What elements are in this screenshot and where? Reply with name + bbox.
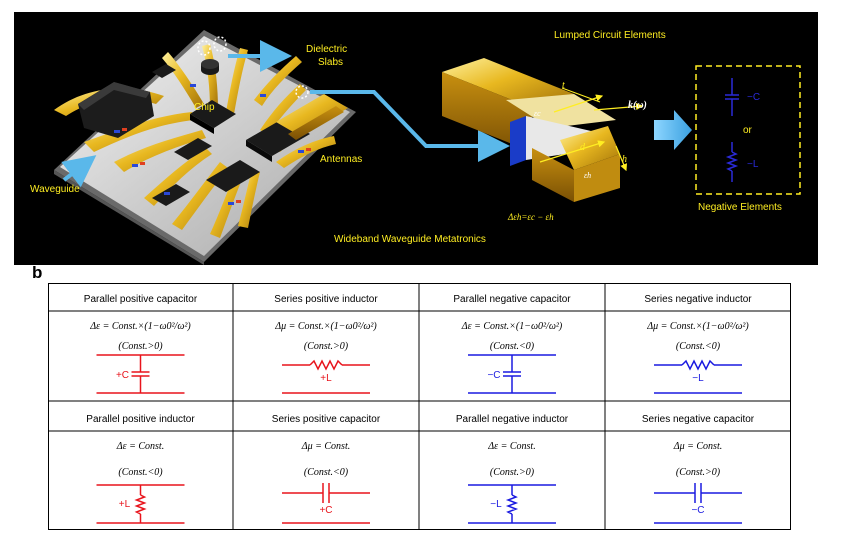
cell-title: Series negative capacitor: [642, 414, 755, 425]
cell-formula: Δε = Const.×(1−ω0²/ω²): [89, 321, 191, 332]
cell-formula: Δε = Const.: [487, 441, 535, 452]
panel-a-illustration: Chip Dielectric Slabs Antennas Waveguide…: [14, 12, 818, 265]
circuit-label: +L: [320, 373, 332, 384]
k-omega-label: k(ω): [628, 100, 647, 111]
cell-formula: Δμ = Const.×(1−ω0²/ω²): [274, 321, 377, 332]
circuit-label: +L: [119, 499, 131, 510]
circuit-label: +C: [319, 505, 332, 516]
panel-a-label: a: [4, 0, 14, 19]
cell-formula: Δε = Const.×(1−ω0²/ω²): [461, 321, 563, 332]
cell-title: Parallel negative inductor: [456, 414, 569, 425]
symbol-eps-c: εc: [534, 109, 541, 118]
cell-condition: (Const.<0): [118, 467, 163, 478]
table-cell-series-capacitor: Series positive capacitor Δμ = Const. (Con…: [272, 414, 381, 524]
neg-inductor-label: −L: [747, 159, 759, 170]
table-grid: [48, 283, 791, 530]
dielectric-label-line1: Dielectric: [306, 44, 347, 55]
table-cell-series-inductor: Series positive inductor Δμ = Const.×(1−ω…: [274, 294, 378, 394]
cell-formula: Δμ = Const.: [673, 441, 722, 452]
circuit-symbol-series-capacitor: [654, 483, 742, 524]
cell-condition: (Const.<0): [490, 341, 535, 352]
circuit-label: −C: [691, 505, 704, 516]
lumped-title: Lumped Circuit Elements: [554, 30, 666, 41]
circuit-label: −L: [490, 499, 502, 510]
negative-elements-label: Negative Elements: [698, 202, 782, 213]
circuit-label: +C: [116, 370, 129, 381]
cell-formula: Δε = Const.: [116, 441, 164, 452]
antenna-to-slab-arrow: [310, 90, 510, 162]
table-cell-parallel-capacitor: Parallel positive capacitor Δε = Const.×(…: [84, 294, 198, 394]
negative-elements-box: [695, 65, 801, 195]
cell-title: Series positive inductor: [274, 294, 378, 305]
cell-condition: (Const.>0): [304, 341, 349, 352]
symbol-h: h: [622, 154, 627, 165]
table-cell-series-capacitor: Series negative capacitor Δμ = Const. (Con…: [642, 414, 755, 524]
circuit-table: Parallel positive capacitor Δε = Const.×(…: [48, 283, 791, 530]
circuit-symbol-parallel-inductor: [468, 484, 556, 524]
waveguide-label: Waveguide: [30, 184, 80, 195]
cell-condition: (Const.<0): [304, 467, 349, 478]
chip-label: Chip: [194, 102, 215, 113]
circuit-label: −C: [487, 370, 500, 381]
circuit-symbol-parallel-capacitor: [468, 354, 556, 394]
dielectric-label-line2: Slabs: [318, 57, 343, 68]
cell-condition: (Const.>0): [490, 467, 535, 478]
circuit-symbol-parallel-capacitor: [96, 354, 185, 394]
table-cell-series-inductor: Series negative inductor Δμ = Const.×(1−ω…: [644, 294, 752, 394]
symbol-d: d: [580, 142, 586, 153]
or-label: or: [743, 125, 753, 136]
table-cell-parallel-inductor: Parallel positive inductor Δε = Const. (Co…: [86, 414, 195, 524]
neg-capacitor-label: −C: [747, 92, 760, 103]
cell-title: Parallel negative capacitor: [453, 294, 571, 305]
circuit-label: −L: [692, 373, 704, 384]
cell-title: Series positive capacitor: [272, 414, 381, 425]
cell-formula: Δμ = Const.: [301, 441, 350, 452]
big-arrow: [654, 110, 692, 150]
symbol-eps-h: εh: [584, 171, 591, 180]
neg-inductor-symbol: [725, 142, 739, 182]
circuit-symbol-parallel-inductor: [96, 484, 185, 524]
cell-formula: Δμ = Const.×(1−ω0²/ω²): [646, 321, 749, 332]
cell-title: Series negative inductor: [644, 294, 752, 305]
antennas-label: Antennas: [320, 154, 362, 165]
cell-condition: (Const.>0): [118, 341, 163, 352]
neg-capacitor-symbol: [725, 78, 739, 116]
cell-title: Parallel positive capacitor: [84, 294, 198, 305]
circuit-symbol-series-inductor: [654, 359, 742, 394]
cell-condition: (Const.>0): [676, 467, 721, 478]
waveguide-slab-3d: [442, 58, 620, 202]
cell-title: Parallel positive inductor: [86, 414, 195, 425]
circuit-symbol-series-inductor: [282, 359, 370, 394]
chip-board: [54, 30, 356, 265]
wideband-caption: Wideband Waveguide Metatronics: [334, 234, 486, 245]
table-cell-parallel-inductor: Parallel negative inductor Δε = Const. (Co…: [456, 414, 569, 524]
delta-eps-equation: Δεh=εc − εh: [507, 212, 554, 222]
table-cell-parallel-capacitor: Parallel negative capacitor Δε = Const.×(…: [453, 294, 571, 394]
panel-b-label: b: [32, 263, 43, 282]
cell-condition: (Const.<0): [676, 341, 721, 352]
symbol-t: t: [562, 80, 565, 91]
waveguide-arrow: [61, 155, 97, 188]
circuit-symbol-series-capacitor: [282, 483, 370, 524]
